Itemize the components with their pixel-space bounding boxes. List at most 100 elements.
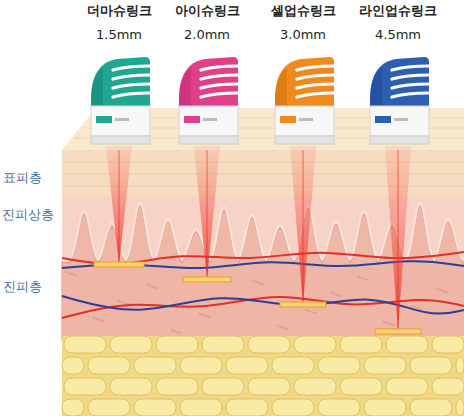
cartridge-head: 라인업슈링크 4.5mm: [355, 0, 441, 148]
fat-cell: [202, 336, 244, 353]
thermal-point: [280, 302, 326, 307]
cartridge-tag: [375, 116, 391, 123]
fat-cell: [248, 378, 290, 395]
fat-cell: [134, 399, 176, 416]
dermis-dot: [364, 278, 367, 281]
fat-cell: [62, 399, 84, 416]
fat-cell: [62, 357, 84, 374]
dermis-dot: [311, 311, 314, 314]
dermis-dot: [96, 318, 99, 321]
fat-cell: [110, 378, 152, 395]
fat-cell: [456, 399, 464, 416]
fat-cell: [156, 378, 198, 395]
fat-cell: [272, 357, 314, 374]
vein-line: [62, 296, 464, 314]
beam-core: [303, 150, 304, 305]
dermis-dot: [174, 330, 177, 333]
cartridge-fin: [113, 75, 150, 79]
dermis-dot: [205, 315, 208, 318]
fat-cell: [432, 336, 464, 353]
cartridge-body: [179, 106, 238, 136]
cartridge-fin: [297, 66, 334, 70]
cartridge-name: 라인업슈링크: [355, 2, 441, 20]
dermis-dot: [124, 302, 127, 305]
dermis-dot: [146, 284, 149, 287]
dermis-dot: [252, 280, 255, 283]
cartridge-fin: [201, 66, 238, 70]
dermis-dot: [414, 306, 417, 309]
dermis-dot: [65, 271, 68, 274]
fat-cell: [248, 336, 290, 353]
layer-label: 진피상층: [2, 207, 54, 223]
cartridge-fin: [297, 84, 334, 88]
cartridge-cap-shade: [370, 68, 382, 106]
dermis-dot: [283, 327, 286, 330]
dermis-dot: [177, 331, 180, 334]
fat-cell: [318, 357, 360, 374]
cartridge-cap-shade: [179, 68, 191, 106]
dermis-dot: [361, 277, 364, 280]
dermis-dot: [445, 291, 448, 294]
cartridge-body: [91, 106, 150, 136]
cartridge-cap: [91, 57, 150, 106]
dermis-dot: [99, 319, 102, 322]
cartridge-fin: [201, 93, 238, 97]
cartridge-drawing: [175, 56, 239, 148]
focal-depth: 2.0mm: [167, 26, 247, 44]
cartridge-name: 셀업슈링크: [263, 2, 343, 20]
cartridge-tag: [96, 116, 112, 123]
cartridge-fin: [392, 93, 429, 97]
beam-core: [119, 150, 120, 265]
dermis-dot: [155, 287, 158, 290]
cartridge-fin: [392, 84, 429, 88]
cartridge-fin: [297, 75, 334, 79]
dermis-dot: [74, 274, 77, 277]
dermis-dot: [330, 292, 333, 295]
fat-cell: [340, 378, 382, 395]
cartridge-fin: [201, 84, 238, 88]
cartridge-body: [275, 106, 334, 136]
fat-cell: [110, 336, 152, 353]
dermis-dot: [255, 281, 258, 284]
fat-cell: [180, 357, 222, 374]
dermis-dot: [314, 312, 317, 315]
ultrasound-beam: [106, 146, 132, 265]
dermis-dot: [152, 286, 155, 289]
cartridge-tag-line: [203, 118, 217, 121]
dermis-dot: [411, 305, 414, 308]
thermal-point: [375, 329, 421, 334]
beam-core: [398, 150, 399, 332]
layer-label: 표피층: [3, 170, 42, 186]
dermis-dot: [439, 289, 442, 292]
dermis-dot: [199, 313, 202, 316]
dermis-dot: [202, 314, 205, 317]
cartridge-fin: [297, 93, 334, 97]
beam-core: [207, 150, 208, 280]
fat-layer: [62, 336, 464, 416]
cartridge-name: 아이슈링크: [167, 2, 247, 20]
cartridge-drawing: [366, 56, 430, 148]
cartridge-cap: [275, 57, 334, 106]
cartridge-cap-shade: [275, 68, 287, 106]
dermis-dot: [305, 309, 308, 312]
dermis-dot: [261, 283, 264, 286]
ultrasound-beam: [194, 146, 220, 280]
cartridge-tip: [91, 136, 150, 144]
cartridge-fin: [392, 66, 429, 70]
cartridge-fin: [113, 66, 150, 70]
dermis-dot: [383, 321, 386, 324]
dermis-dot: [336, 294, 339, 297]
cartridge-tip: [370, 136, 429, 144]
dermis-dot: [420, 308, 423, 311]
dermis-dot: [118, 300, 121, 303]
fat-cell: [386, 378, 428, 395]
fat-cell: [272, 399, 314, 416]
thermal-point: [183, 277, 231, 282]
cartridge-tag-line: [394, 118, 408, 121]
focal-depth: 4.5mm: [355, 26, 441, 44]
fat-cell: [202, 378, 244, 395]
fat-cell: [88, 357, 130, 374]
dermis-dot: [389, 323, 392, 326]
fat-cell: [226, 357, 268, 374]
